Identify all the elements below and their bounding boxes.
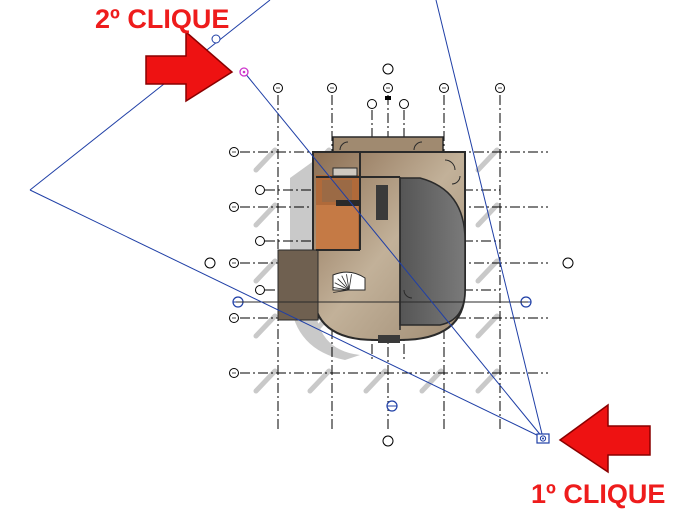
red-arrow-left-icon [558,403,651,474]
grid-bubble [367,99,377,109]
stair-step [348,274,352,291]
shadow-stroke [253,147,278,173]
first-click-label: 1º CLIQUE [531,479,666,509]
level-bubble [204,257,216,269]
shadow-stroke [253,368,278,394]
target-point-icon[interactable] [239,67,249,77]
red-arrow-right-icon [145,30,234,103]
shadow-stroke [253,258,278,284]
shadow-stroke [475,368,500,394]
curved-roof [399,177,466,326]
grid-bubble [255,185,265,195]
stair-step [341,275,350,291]
level-bubble [382,435,394,447]
level-bubble [562,257,574,269]
spiral-stair [332,271,366,293]
stair-step [337,278,350,291]
annex [277,249,319,321]
shadow-stroke [475,147,500,173]
second-click-label: 2º CLIQUE [95,4,230,34]
grid-bubble [399,99,409,109]
grid-bubble [255,236,265,246]
stair-step [333,289,350,293]
shadow-stroke [475,313,500,339]
shadow-stroke [253,202,278,228]
stair-step [334,282,350,291]
shadow-stroke [253,313,278,339]
building-plan [236,136,528,343]
stair-step [333,287,350,291]
shadow-stroke [307,368,332,394]
stair-step [346,274,350,291]
section-marker [385,96,391,100]
shadow-stroke [363,368,388,394]
level-bubble [382,63,394,75]
camera-view-cone [29,0,544,439]
shadow-stroke [475,202,500,228]
grid-bubble [255,285,265,295]
shadow-stroke [419,368,444,394]
shadow-stroke [475,258,500,284]
view-range-handle[interactable] [211,34,221,44]
camera-icon[interactable] [536,433,550,444]
